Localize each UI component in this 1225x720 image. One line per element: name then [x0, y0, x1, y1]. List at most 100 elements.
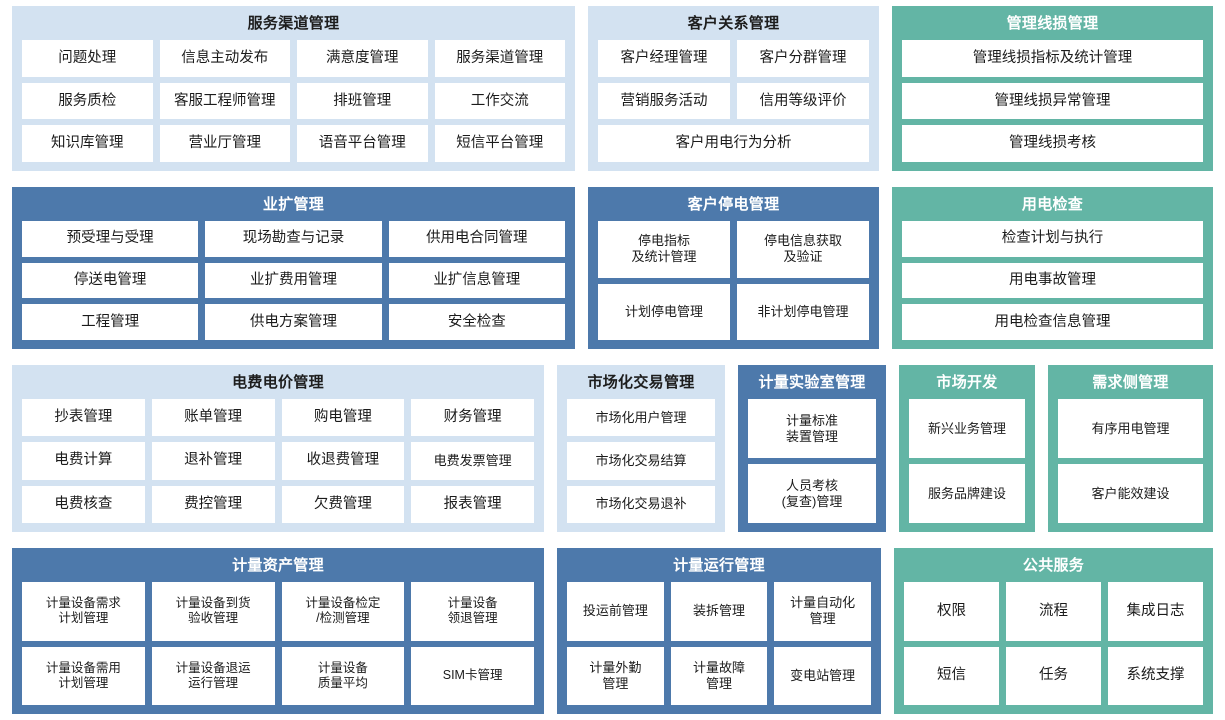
tile[interactable]: 服务品牌建设: [909, 464, 1025, 523]
tile[interactable]: 计量设备检定 /检测管理: [281, 582, 405, 641]
tile[interactable]: 市场化交易结算: [567, 442, 715, 480]
tile[interactable]: 短信平台管理: [434, 125, 565, 163]
tile[interactable]: 计量标准 装置管理: [748, 399, 876, 458]
tile-row: 短信 任务 系统支撑: [904, 646, 1203, 705]
tile[interactable]: 市场化交易退补: [567, 485, 715, 523]
tile[interactable]: 计量设备退运 运行管理: [151, 646, 275, 705]
tile[interactable]: 管理线损考核: [902, 125, 1203, 163]
tile[interactable]: 计划停电管理: [598, 283, 730, 340]
tile[interactable]: 人员考核 (复查)管理: [748, 464, 876, 523]
tile[interactable]: 计量设备需求 计划管理: [22, 582, 145, 641]
tile[interactable]: 市场化用户管理: [567, 399, 715, 437]
tile-grid: 预受理与受理 现场勘查与记录 供用电合同管理 停送电管理 业扩费用管理 业扩信息…: [22, 221, 565, 341]
tile[interactable]: 系统支撑: [1108, 646, 1203, 705]
tile[interactable]: 排班管理: [297, 82, 428, 120]
tile[interactable]: 客户用电行为分析: [598, 125, 869, 163]
tile[interactable]: 停电信息获取 及验证: [737, 221, 869, 278]
tile[interactable]: 问题处理: [22, 40, 153, 77]
panel-electricity-fee-price-management: 电费电价管理 抄表管理 账单管理 购电管理 财务管理 电费计算 退补管理 收退费…: [12, 365, 544, 532]
tile[interactable]: 客服工程师管理: [159, 82, 290, 120]
tile-grid: 投运前管理 装拆管理 计量自动化 管理 计量外勤 管理 计量故障 管理 变电站管…: [567, 582, 872, 705]
tile[interactable]: 收退费管理: [281, 442, 405, 480]
tile[interactable]: 装拆管理: [670, 582, 768, 641]
tile-grid: 管理线损指标及统计管理 管理线损异常管理 管理线损考核: [902, 40, 1203, 163]
tile[interactable]: 报表管理: [411, 485, 534, 523]
tile[interactable]: 预受理与受理: [22, 221, 199, 257]
tile[interactable]: 计量设备需用 计划管理: [22, 646, 145, 705]
tile-grid: 停电指标 及统计管理 停电信息获取 及验证 计划停电管理 非计划停电管理: [598, 221, 869, 340]
tile[interactable]: 工程管理: [22, 304, 199, 341]
tile[interactable]: 短信: [904, 646, 999, 705]
tile[interactable]: 供电方案管理: [205, 304, 382, 341]
tile[interactable]: 财务管理: [411, 399, 534, 437]
tile-row: 客户用电行为分析: [598, 125, 869, 163]
panel-electricity-inspection: 用电检查 检查计划与执行 用电事故管理 用电检查信息管理: [892, 187, 1213, 349]
tile[interactable]: 管理线损指标及统计管理: [902, 40, 1203, 77]
tile[interactable]: 投运前管理: [567, 582, 664, 641]
tile-row: 服务质检 客服工程师管理 排班管理 工作交流: [22, 82, 565, 120]
tile[interactable]: 非计划停电管理: [737, 283, 869, 340]
panel-title: 客户关系管理: [687, 15, 780, 32]
tile[interactable]: 管理线损异常管理: [902, 82, 1203, 120]
tile-row: 客户能效建设: [1058, 464, 1203, 523]
tile[interactable]: 供用电合同管理: [388, 221, 565, 257]
tile-grid: 抄表管理 账单管理 购电管理 财务管理 电费计算 退补管理 收退费管理 电费发票…: [22, 399, 534, 523]
tile[interactable]: 电费发票管理: [411, 442, 534, 480]
tile[interactable]: 计量设备 质量平均: [281, 646, 405, 705]
tile[interactable]: 营业厅管理: [159, 125, 290, 163]
tile-grid: 问题处理 信息主动发布 满意度管理 服务渠道管理 服务质检 客服工程师管理 排班…: [22, 40, 565, 163]
tile[interactable]: 变电站管理: [774, 646, 872, 705]
tile-row: 计量设备需用 计划管理 计量设备退运 运行管理 计量设备 质量平均 SIM卡管理: [22, 646, 534, 705]
tile[interactable]: 停送电管理: [22, 262, 199, 299]
tile-grid: 计量设备需求 计划管理 计量设备到货 验收管理 计量设备检定 /检测管理 计量设…: [22, 582, 534, 705]
tile[interactable]: 有序用电管理: [1058, 399, 1203, 458]
tile[interactable]: 服务质检: [22, 82, 153, 120]
tile-row: 问题处理 信息主动发布 满意度管理 服务渠道管理: [22, 40, 565, 77]
tile-grid: 有序用电管理 客户能效建设: [1058, 399, 1203, 523]
tile[interactable]: 满意度管理: [297, 40, 428, 77]
tile[interactable]: 流程: [1006, 582, 1101, 641]
tile[interactable]: 权限: [904, 582, 999, 641]
tile-row: 抄表管理 账单管理 购电管理 财务管理: [22, 399, 534, 437]
panel-row-3: 电费电价管理 抄表管理 账单管理 购电管理 财务管理 电费计算 退补管理 收退费…: [12, 365, 1213, 532]
tile[interactable]: 客户经理管理: [598, 40, 730, 77]
tile[interactable]: 计量外勤 管理: [567, 646, 664, 705]
panel-row-4: 计量资产管理 计量设备需求 计划管理 计量设备到货 验收管理 计量设备检定 /检…: [12, 548, 1213, 714]
tile[interactable]: 退补管理: [151, 442, 275, 480]
tile[interactable]: 欠费管理: [281, 485, 405, 523]
panel-row-1: 服务渠道管理 问题处理 信息主动发布 满意度管理 服务渠道管理 服务质检 客服工…: [12, 6, 1213, 171]
tile[interactable]: 停电指标 及统计管理: [598, 221, 730, 278]
tile[interactable]: 知识库管理: [22, 125, 153, 163]
tile[interactable]: 营销服务活动: [598, 82, 730, 120]
tile[interactable]: 安全检查: [388, 304, 565, 341]
panel-title: 用电检查: [1021, 196, 1084, 213]
tile[interactable]: 计量设备到货 验收管理: [151, 582, 275, 641]
tile-row: 客户经理管理 客户分群管理: [598, 40, 869, 77]
tile[interactable]: 电费核查: [22, 485, 145, 523]
tile[interactable]: SIM卡管理: [411, 646, 534, 705]
tile[interactable]: 语音平台管理: [297, 125, 428, 163]
tile[interactable]: 检查计划与执行: [902, 221, 1203, 257]
tile[interactable]: 用电事故管理: [902, 262, 1203, 299]
tile[interactable]: 客户分群管理: [737, 40, 869, 77]
tile[interactable]: 现场勘查与记录: [205, 221, 382, 257]
tile[interactable]: 账单管理: [151, 399, 275, 437]
tile[interactable]: 业扩信息管理: [388, 262, 565, 299]
tile[interactable]: 任务: [1006, 646, 1101, 705]
tile[interactable]: 客户能效建设: [1058, 464, 1203, 523]
tile[interactable]: 费控管理: [151, 485, 275, 523]
tile[interactable]: 信息主动发布: [159, 40, 290, 77]
tile[interactable]: 计量自动化 管理: [774, 582, 872, 641]
tile[interactable]: 购电管理: [281, 399, 405, 437]
tile[interactable]: 电费计算: [22, 442, 145, 480]
tile[interactable]: 计量设备 领退管理: [411, 582, 534, 641]
tile[interactable]: 抄表管理: [22, 399, 145, 437]
tile[interactable]: 计量故障 管理: [670, 646, 768, 705]
tile[interactable]: 工作交流: [434, 82, 565, 120]
tile[interactable]: 业扩费用管理: [205, 262, 382, 299]
tile[interactable]: 集成日志: [1108, 582, 1203, 641]
tile[interactable]: 信用等级评价: [737, 82, 869, 120]
tile[interactable]: 新兴业务管理: [909, 399, 1025, 458]
tile[interactable]: 用电检查信息管理: [902, 304, 1203, 341]
tile[interactable]: 服务渠道管理: [434, 40, 565, 77]
